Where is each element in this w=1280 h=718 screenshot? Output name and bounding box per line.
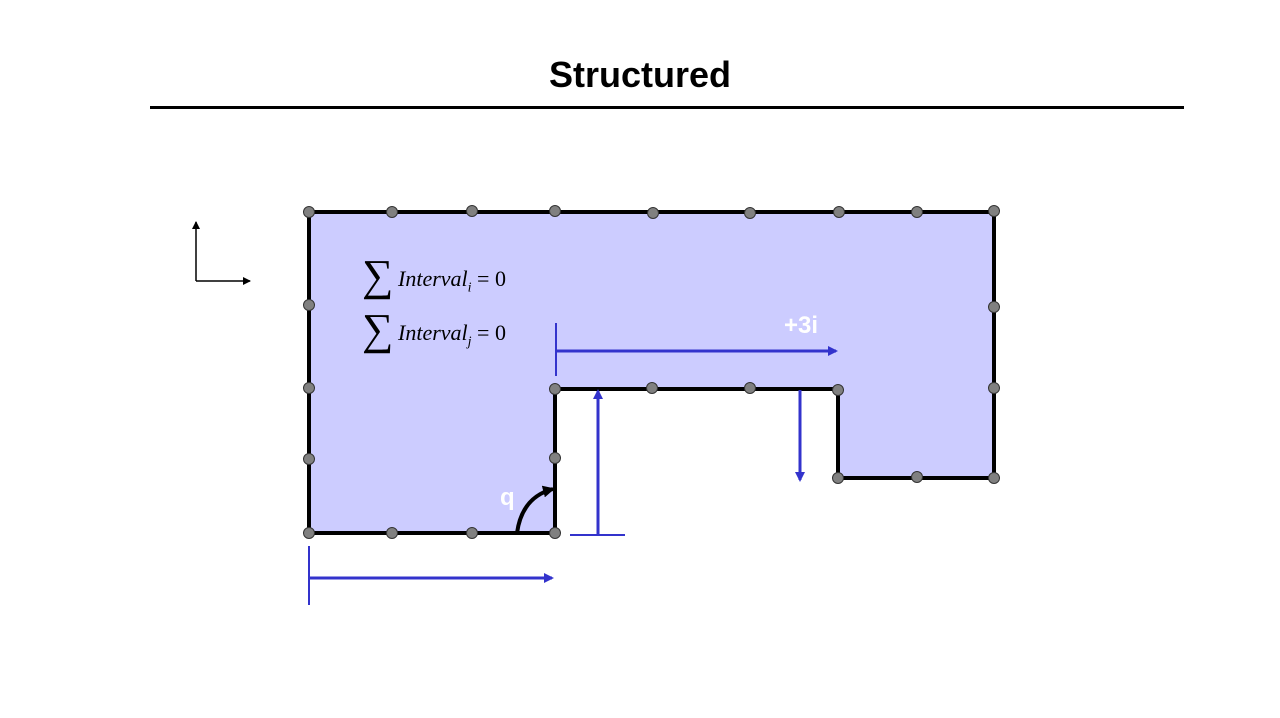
grid-node (744, 207, 756, 219)
grid-node (647, 207, 659, 219)
angle-arc (515, 485, 555, 534)
grid-node (549, 452, 561, 464)
grid-node (911, 471, 923, 483)
grid-node (988, 472, 1000, 484)
grid-node (303, 453, 315, 465)
grid-node (303, 206, 315, 218)
formula-subscript: j (467, 334, 472, 350)
formula-term: Interval (398, 320, 468, 345)
sigma-symbol: ∑ (362, 251, 394, 300)
grid-node (988, 301, 1000, 313)
slide-title: Structured (548, 54, 732, 95)
grid-node (303, 527, 315, 539)
offset-label: +3i (784, 312, 819, 339)
grid-node (466, 205, 478, 217)
grid-node (303, 299, 315, 311)
grid-node (303, 382, 315, 394)
grid-node (549, 205, 561, 217)
formula-term: Interval (398, 266, 468, 291)
formula-subscript: i (467, 280, 472, 296)
grid-node (549, 527, 561, 539)
formula-rhs: = 0 (471, 320, 506, 345)
grid-node (832, 472, 844, 484)
grid-node (386, 206, 398, 218)
domain-region (307, 210, 996, 535)
axes-icon (192, 221, 251, 285)
grid-node (988, 205, 1000, 217)
formula-rhs: = 0 (471, 266, 506, 291)
grid-nodes (303, 205, 1000, 539)
grid-node (549, 383, 561, 395)
grid-node (832, 384, 844, 396)
grid-node (988, 382, 1000, 394)
angle-label: q (500, 484, 515, 511)
grid-node (386, 527, 398, 539)
grid-node (466, 527, 478, 539)
grid-node (744, 382, 756, 394)
grid-node (911, 206, 923, 218)
grid-node (833, 206, 845, 218)
sigma-symbol: ∑ (362, 305, 394, 354)
title-divider (150, 106, 1184, 109)
grid-node (646, 382, 658, 394)
blue-arrows (308, 323, 838, 605)
